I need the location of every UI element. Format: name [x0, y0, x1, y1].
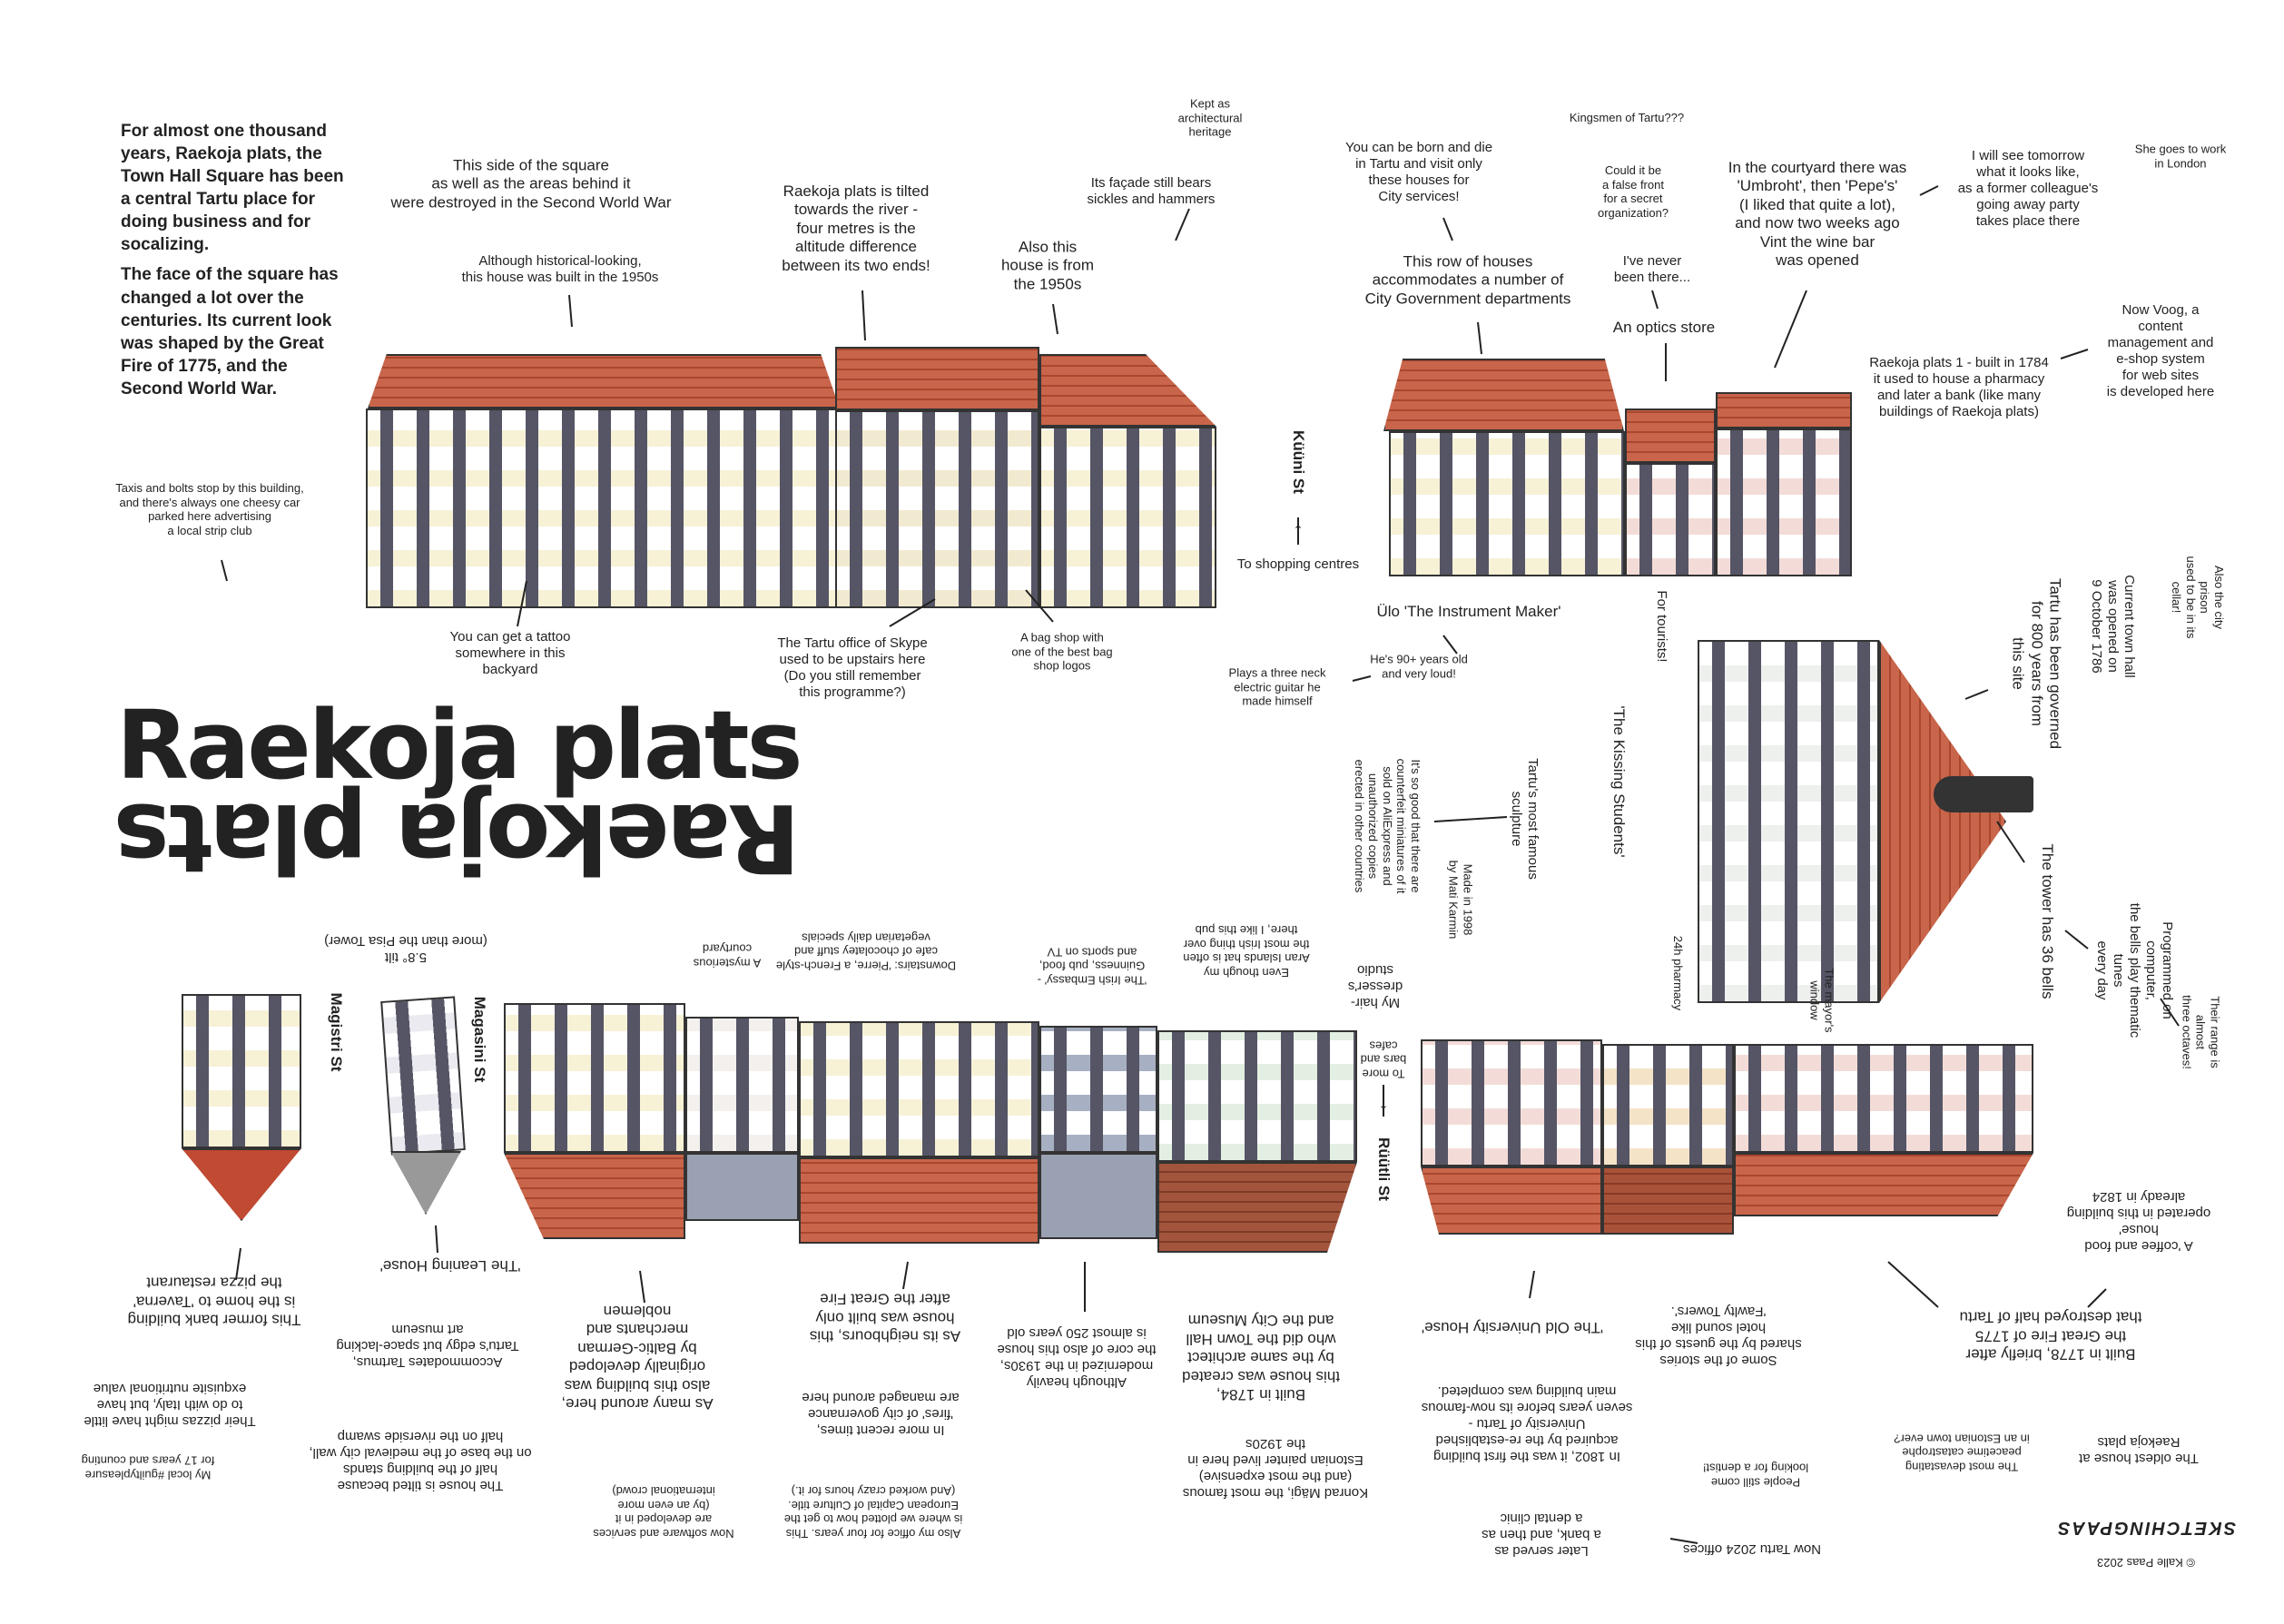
note-destroyed: This side of the square as well as the a… — [390, 156, 672, 212]
note-irish: 'The Irish Embassy' - Guinness, pub food… — [1037, 945, 1147, 988]
note-programmed: Programmed on computer, the bells play t… — [2094, 902, 2175, 1038]
note-kingsmen: Kingsmen of Tartu??? — [1569, 111, 1685, 125]
note-voog: Now Voog, a content management and e-sho… — [2106, 302, 2215, 399]
note-baltic: As many around here, also this building … — [561, 1303, 714, 1413]
note-false-front: Could it be a false front for a secret o… — [1597, 162, 1669, 220]
note-tilted-because: The house is tilted because half of the … — [309, 1429, 532, 1493]
note-row: This row of houses accommodates a number… — [1364, 252, 1571, 308]
note-london: She goes to work in London — [2134, 142, 2227, 170]
note-historical: Although historical-looking, this house … — [461, 253, 659, 285]
note-taxis: Taxis and bolts stop by this building, a… — [115, 480, 304, 537]
note-built-1778: Built in 1778, briefly after the Great F… — [1959, 1308, 2142, 1363]
note-governed: Tartu has been governed for 800 years fr… — [2009, 577, 2064, 750]
note-tomorrow: I will see tomorrow what it looks like, … — [1957, 148, 2099, 229]
arrow-up-icon: ↑ — [1293, 517, 1304, 543]
note-octaves: Their range is almost three octaves! — [2180, 995, 2222, 1069]
note-leaning: 'The Leaning House' — [379, 1257, 521, 1275]
credits: © Kalle Paas 2023 SKETCHINGPAAS — [2056, 1501, 2236, 1586]
street-label-kuuni: Küüni St — [1290, 430, 1308, 494]
note-tartmus: Accommodates Tartmus, Tartu's edgy but s… — [336, 1322, 519, 1370]
note-skype: The Tartu office of Skype used to be ups… — [777, 635, 928, 700]
intro-text: For almost one thousand years, Raekoja p… — [121, 120, 348, 408]
note-bank: Later served as a bank, and then as a de… — [1482, 1511, 1601, 1559]
note-magi: Konrad Mägi, the most famous (and the mo… — [1182, 1436, 1369, 1501]
note-heritage: Kept as architectural heritage — [1177, 96, 1243, 139]
note-office: Also my office for four years. This is w… — [783, 1484, 963, 1541]
note-bells: The tower has 36 bells — [2039, 843, 2057, 999]
note-tartu2024: Now Tartu 2024 offices — [1682, 1541, 1822, 1557]
note-courtyard: In the courtyard there was 'Umbroht', th… — [1728, 158, 1907, 269]
note-bagshop: A bag shop with one of the best bag shop… — [1011, 630, 1113, 673]
note-tattoo: You can get a tattoo somewhere in this b… — [449, 629, 571, 677]
note-fawlty: Some of the stories shared by the guests… — [1635, 1304, 1802, 1368]
note-oldest: The oldest house at Raekoja plats — [2079, 1434, 2199, 1466]
note-old-university: 'The Old University House' — [1421, 1319, 1604, 1337]
note-1802: In 1802, it was the first building acqui… — [1421, 1383, 1633, 1464]
note-plats1: Raekoja plats 1 - built in 1784 it used … — [1869, 355, 2049, 419]
note-famous: Tartu's most famous sculpture — [1509, 758, 1541, 880]
street-label-ruutli: Rüütli St — [1375, 1137, 1393, 1201]
note-also-1950s: Also this house is from the 1950s — [1000, 238, 1095, 293]
clock-tower — [1934, 776, 2033, 812]
note-pierre: Downstairs: 'Pierre, a French-style cafe… — [775, 930, 957, 973]
note-tourists: For tourists! — [1654, 590, 1669, 663]
note-guitar: Plays a three neck electric guitar he ma… — [1228, 665, 1326, 708]
note-coffee: A 'coffee and food house' operated in th… — [2066, 1189, 2211, 1254]
note-software: Now software and services are developed … — [593, 1484, 734, 1541]
note-sickles: Its façade still bears sickles and hamme… — [1087, 175, 1216, 207]
note-kissing-students: 'The Kissing Students' — [1610, 705, 1629, 858]
note-pharmacy: 24h pharmacy — [1670, 935, 1685, 1011]
street-label-magistri: Magistri St — [328, 992, 346, 1072]
note-aran: Even though my Aran Islands hat is often… — [1183, 923, 1310, 980]
sketchingpaas-logo: SKETCHINGPAAS — [2056, 1518, 2236, 1539]
note-prison: Also the city prison used to be in its c… — [2170, 556, 2227, 639]
note-counterfeit: It's so good that there are counterfeit … — [1352, 758, 1423, 894]
note-guilty: My local #guiltypleasure for 17 years an… — [81, 1454, 215, 1482]
note-tilted: Raekoja plats is tilted towards the rive… — [782, 182, 930, 274]
intro-paragraph: The face of the square has changed a lot… — [121, 265, 339, 399]
intro-paragraph: For almost one thousand years, Raekoja p… — [121, 122, 344, 255]
note-optics: An optics store — [1612, 318, 1716, 336]
note-dentist: People still come looking for a dentist! — [1702, 1462, 1809, 1490]
note-pizzas: Their pizzas might have little to do wit… — [84, 1381, 256, 1429]
note-ulo: Ülo 'The Instrument Maker' — [1376, 602, 1561, 620]
note-made: Made in 1998 by Mati Karmin — [1447, 860, 1475, 940]
note-mayor: The mayor's window — [1808, 968, 1836, 1033]
note-morebars: To more bars and cafes — [1360, 1038, 1407, 1081]
note-opened: Current town hall was opened on 9 Octobe… — [2089, 575, 2137, 678]
note-hairdresser: My hair- dresser's studio — [1347, 962, 1403, 1010]
street-label-magasini: Magasini St — [471, 996, 489, 1083]
note-pisa: 5.8° tilt (more than the Pisa Tower) — [324, 933, 487, 965]
note-modernized: Although heavily modernized in the 1930s… — [997, 1325, 1157, 1390]
note-fires: In more recent times, 'fires' of city go… — [802, 1390, 960, 1438]
note-neighbours: As its neighbours, this house was built … — [809, 1290, 961, 1345]
page-title: Raekoja plats — [116, 690, 803, 801]
note-mysterious: A mysterious courtyard — [693, 942, 762, 970]
arrow-down-icon: ↓ — [1378, 1089, 1389, 1115]
note-ninety: He's 90+ years old and very loud! — [1370, 652, 1468, 680]
note-born: You can be born and die in Tartu and vis… — [1344, 140, 1493, 204]
copyright: © Kalle Paas 2023 — [2097, 1555, 2195, 1570]
note-never: I've never been there... — [1613, 253, 1691, 285]
note-built-1784: Built in 1784, this house was created by… — [1182, 1312, 1340, 1403]
note-shopping: To shopping centres — [1236, 556, 1360, 572]
note-taverna: This former bank building is the home to… — [127, 1274, 301, 1329]
note-devastating: The most devastating peacetime catastrop… — [1894, 1432, 2030, 1474]
